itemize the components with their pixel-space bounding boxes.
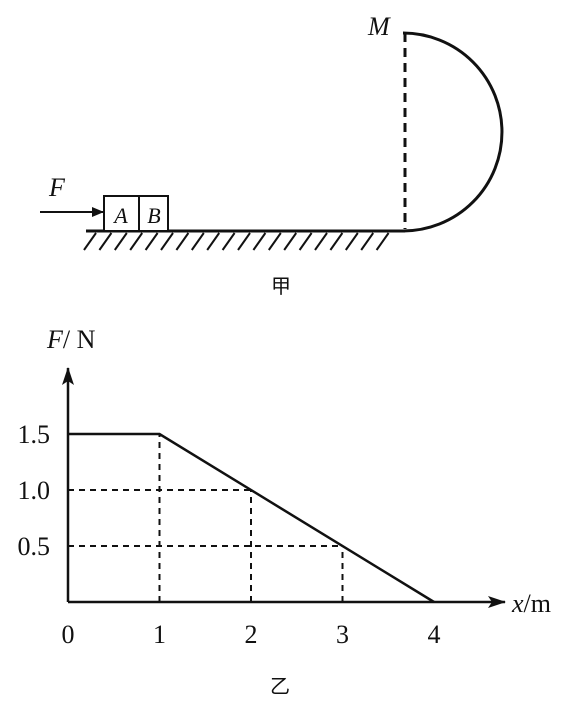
x-tick-label: 0 [62,620,75,649]
ground-hatching [83,232,390,251]
y-tick-label: 0.5 [18,532,51,561]
y-tick-label: 1.5 [18,420,51,449]
figure-a: A B F M 甲 [40,12,504,298]
y-axis-label-unit: / N [63,325,96,354]
hatch-mark [314,232,328,251]
hatch-mark [83,232,97,251]
x-axis-label-unit: /m [524,589,551,618]
point-m-label: M [367,12,391,41]
hatch-mark [252,232,267,251]
hatch-mark [221,232,236,251]
x-tick-label: 4 [428,620,441,649]
x-tick-label: 3 [336,620,349,649]
force-label: F [48,173,66,202]
hatch-mark [113,232,128,251]
hatch-mark [206,232,221,251]
hatch-mark [190,232,205,251]
block-b [138,195,169,232]
figure-b: 0 1 2 3 4 0.5 1.0 1.5 F/ N x/m 乙 [18,325,552,698]
hatch-mark [267,232,282,251]
dashed-guides [68,433,344,602]
figure-a-caption: 甲 [271,274,291,298]
hatch-mark [98,232,113,251]
y-tick-label: 1.0 [18,476,51,505]
hatch-mark [360,232,375,251]
x-tick-label: 1 [153,620,166,649]
y-axis-label-var: F [46,325,64,354]
hatch-mark [237,232,251,251]
hatch-mark [344,232,359,251]
x-tick-label: 2 [245,620,258,649]
hatch-mark [129,232,144,251]
hatch-mark [283,232,298,251]
x-tick-labels: 0 1 2 3 4 [62,620,441,649]
y-axis-label: F/ N [46,325,96,354]
figure-b-caption: 乙 [270,674,290,698]
x-axis-label: x/m [511,589,551,618]
y-tick-labels: 0.5 1.0 1.5 [18,420,51,561]
hatch-mark [175,232,190,251]
hatch-mark [160,232,174,251]
x-axis-label-var: x [511,589,524,618]
block-b-label: B [147,203,160,228]
force-line-series [68,432,435,604]
hatch-mark [375,232,390,251]
block-a-label: A [112,203,128,228]
hatch-mark [329,232,344,251]
force-vs-displacement-line [68,432,435,604]
semicircle-track [402,31,504,233]
hatch-mark [298,232,313,251]
hatch-mark [144,232,159,251]
